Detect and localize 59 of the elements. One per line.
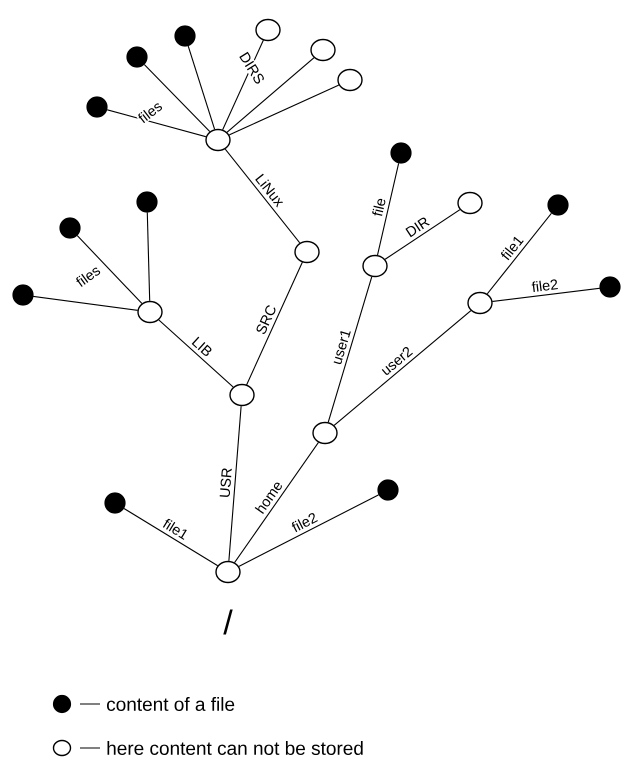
branch-line xyxy=(492,288,600,302)
directory-circle xyxy=(137,300,163,324)
edge-label: LIB xyxy=(189,334,215,360)
file-dot xyxy=(390,142,412,164)
branch-line xyxy=(229,84,339,136)
edge-label: SRC xyxy=(254,302,278,337)
branch-line xyxy=(246,262,303,385)
edge-label: file1 xyxy=(498,232,526,263)
file-dot xyxy=(599,276,621,298)
file-dot xyxy=(86,96,108,118)
branch-line xyxy=(384,209,460,260)
branch-line xyxy=(76,235,142,304)
directory-circle xyxy=(362,254,388,278)
directory-circle xyxy=(310,38,336,62)
directory-circle xyxy=(337,68,363,92)
branch-line xyxy=(377,163,400,256)
legend-text: content of a file xyxy=(107,697,234,711)
edge-label: file2 xyxy=(530,277,560,294)
branch-line xyxy=(146,212,150,301)
branch-line xyxy=(224,148,300,244)
directory-circle xyxy=(294,240,320,264)
directory-circle xyxy=(215,560,241,584)
edge-label: file2 xyxy=(288,510,320,534)
directory-circle xyxy=(457,192,483,214)
directory-circle xyxy=(255,18,281,42)
edge-label: file xyxy=(370,196,388,218)
file-dot xyxy=(547,194,569,216)
branch-line xyxy=(188,46,216,130)
branch-line xyxy=(238,494,379,567)
legend-text: here content can not be stored xyxy=(108,741,363,755)
branch-line xyxy=(328,276,372,422)
file-dot xyxy=(59,217,81,239)
edge-label: USR xyxy=(218,466,234,500)
file-dot xyxy=(104,492,126,514)
branch-line xyxy=(228,406,242,561)
branch-line xyxy=(144,64,210,132)
branch-line xyxy=(107,109,206,138)
directory-circle xyxy=(205,128,231,152)
branch-line xyxy=(33,296,138,311)
file-dot xyxy=(377,479,399,501)
directory-circle xyxy=(467,292,493,314)
branch-line xyxy=(226,57,314,133)
branch-line xyxy=(334,310,472,426)
file-dot xyxy=(174,25,196,47)
root-label: / xyxy=(223,610,233,634)
edge-label: file1 xyxy=(160,516,192,542)
file-dot xyxy=(12,284,34,306)
branch-line xyxy=(124,508,218,566)
edge-label: DIR xyxy=(403,214,432,240)
group-label: files xyxy=(135,98,165,126)
directory-circle xyxy=(312,422,338,444)
file-dot xyxy=(126,46,148,68)
edge-label: user1 xyxy=(330,326,352,367)
group-label: files xyxy=(73,262,103,290)
directory-circle xyxy=(229,384,255,406)
branch-line xyxy=(486,212,552,294)
file-dot xyxy=(136,191,158,213)
branch-line xyxy=(158,320,234,388)
branch-line xyxy=(234,442,319,563)
